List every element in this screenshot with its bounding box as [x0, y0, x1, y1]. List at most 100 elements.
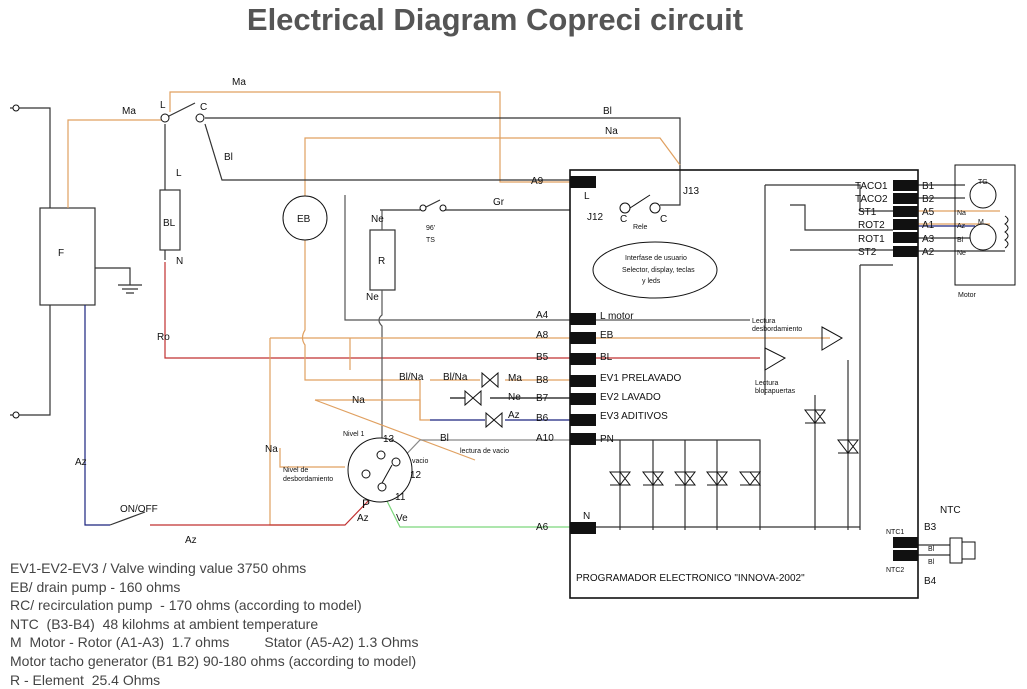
ps-contact	[377, 482, 387, 492]
wire-label: Ne	[508, 392, 521, 403]
mains-lead	[10, 107, 30, 416]
stator-coil-icon	[1004, 215, 1009, 249]
ntc1-label: NTC1	[886, 529, 904, 536]
diagram-title: Electrical Diagram Copreci circuit	[246, 2, 744, 37]
switch-contact	[195, 113, 205, 123]
vacio-label: vacio	[412, 458, 428, 465]
drain-pump-symbol	[282, 195, 328, 241]
ps-contact	[376, 450, 386, 460]
ps-11-label: 11	[395, 492, 406, 503]
nivel-desb-label: desbordamiento	[283, 476, 333, 483]
nivel-desb-label: Nivel de	[283, 467, 308, 474]
wire-label: Bl	[440, 433, 449, 444]
j13-label: J13	[683, 186, 700, 197]
ntc-label: NTC	[940, 505, 961, 516]
wire-label: Bl/Na	[399, 372, 424, 383]
wire-label: Az	[957, 223, 966, 230]
note-line: EB/ drain pump - 160 ohms	[10, 578, 181, 595]
ts-label: TS	[426, 237, 435, 244]
wire-label: Az	[508, 410, 520, 421]
ps-12-label: 12	[410, 470, 422, 481]
pin-label: B2	[922, 194, 935, 205]
relay-arm	[629, 194, 651, 209]
pin-label: A10	[536, 433, 554, 444]
note-line: Motor tacho generator (B1 B2) 90-180 ohm…	[10, 652, 417, 669]
terminal-label: L motor	[600, 311, 634, 322]
b4-label: B4	[924, 576, 937, 587]
wire-label: Ro	[157, 332, 170, 343]
r-label: R	[378, 256, 385, 267]
wire-label: Az	[185, 535, 197, 546]
ts-temp-label: 96'	[426, 225, 435, 232]
switch-c-label: C	[200, 102, 207, 113]
relay-contact	[649, 202, 661, 214]
pin-label: A8	[536, 330, 549, 341]
on-off-label: ON/OFF	[120, 504, 158, 515]
lectura-vacio-label: lectura de vacio	[460, 448, 509, 455]
filter-label: F	[58, 248, 64, 259]
pin-label: A2	[922, 247, 935, 258]
terminal-label: EV1 PRELAVADO	[600, 373, 682, 384]
tg-label: TG	[978, 179, 988, 186]
connector-pins	[570, 176, 918, 561]
ntc-sensor-icon	[949, 537, 976, 564]
pin-label: A1	[922, 220, 935, 231]
pin-label: B5	[536, 352, 549, 363]
valve-icons	[464, 371, 503, 429]
board-name: PROGRAMADOR ELECTRONICO "INNOVA-2002"	[576, 573, 805, 584]
wire-label: Gr	[493, 197, 505, 208]
pin-label: A6	[536, 522, 549, 533]
terminal-label: N	[583, 511, 590, 522]
relay-contact	[619, 202, 631, 214]
wire-label: Bl/Na	[443, 372, 468, 383]
lectura-desb-label: desbordamiento	[752, 326, 802, 333]
terminal-label: PN	[600, 434, 614, 445]
terminal-label: ROT1	[858, 234, 885, 245]
triac-icons	[608, 326, 860, 486]
wire-label: Ne	[366, 292, 379, 303]
note-line: RC/ recirculation pump - 170 ohms (accor…	[10, 597, 362, 614]
terminal-label: EB	[600, 330, 614, 341]
wire-label: Bl	[928, 559, 935, 566]
terminal-label: EV2 LAVADO	[600, 392, 661, 403]
note-line: NTC (B3-B4) 48 kilohms at ambient temper…	[10, 615, 319, 632]
user-interface-ellipse	[592, 241, 718, 299]
rele-label: Rele	[633, 224, 648, 231]
filter-box	[39, 207, 96, 306]
terminal-label: ROT2	[858, 220, 885, 231]
note-line: EV1-EV2-EV3 / Valve winding value 3750 o…	[10, 560, 307, 576]
mains-terminal	[12, 411, 20, 419]
ntc2-label: NTC2	[886, 567, 904, 574]
lectura-desb-label: Lectura	[752, 318, 775, 325]
labels: Ma Ma Bl Na Bl Gr Ne Ne Ro Az Az Na Na B…	[58, 77, 988, 587]
note-line: R - Element 25.4 Ohms	[10, 671, 161, 688]
ts-contact	[439, 204, 447, 212]
pressure-switch	[347, 437, 413, 503]
terminal-label: TACO1	[855, 181, 888, 192]
ground-icon	[95, 267, 142, 294]
wire-label: Az	[357, 513, 369, 524]
wire-label: Ma	[508, 373, 522, 384]
component-notes: EV1-EV2-EV3 / Valve winding value 3750 o…	[10, 559, 418, 689]
mains-terminal	[12, 104, 20, 112]
pin-label: B8	[536, 375, 549, 386]
switch-l-label: L	[160, 100, 166, 111]
j12-label: J12	[587, 212, 604, 223]
b3-label: B3	[924, 522, 937, 533]
wire-label: Na	[605, 126, 618, 137]
eb-label: EB	[297, 214, 311, 225]
switch-contact	[160, 113, 170, 123]
wire-label: Ve	[396, 513, 408, 524]
lectura-bloc-label: Lectura	[755, 380, 778, 387]
ui-label: Interfase de usuario	[625, 255, 687, 262]
terminal-label: EV3 ADITIVOS	[600, 411, 668, 422]
wire-label: Ma	[122, 106, 136, 117]
nivel1-label: Nivel 1	[343, 431, 365, 438]
wire-label: Ma	[232, 77, 246, 88]
motor-icon	[969, 223, 997, 251]
wire-label: Bl	[224, 152, 233, 163]
note-line: M Motor - Rotor (A1-A3) 1.7 ohms Stator …	[10, 634, 419, 651]
c-label: C	[620, 214, 627, 225]
pin-label: B6	[536, 413, 549, 424]
